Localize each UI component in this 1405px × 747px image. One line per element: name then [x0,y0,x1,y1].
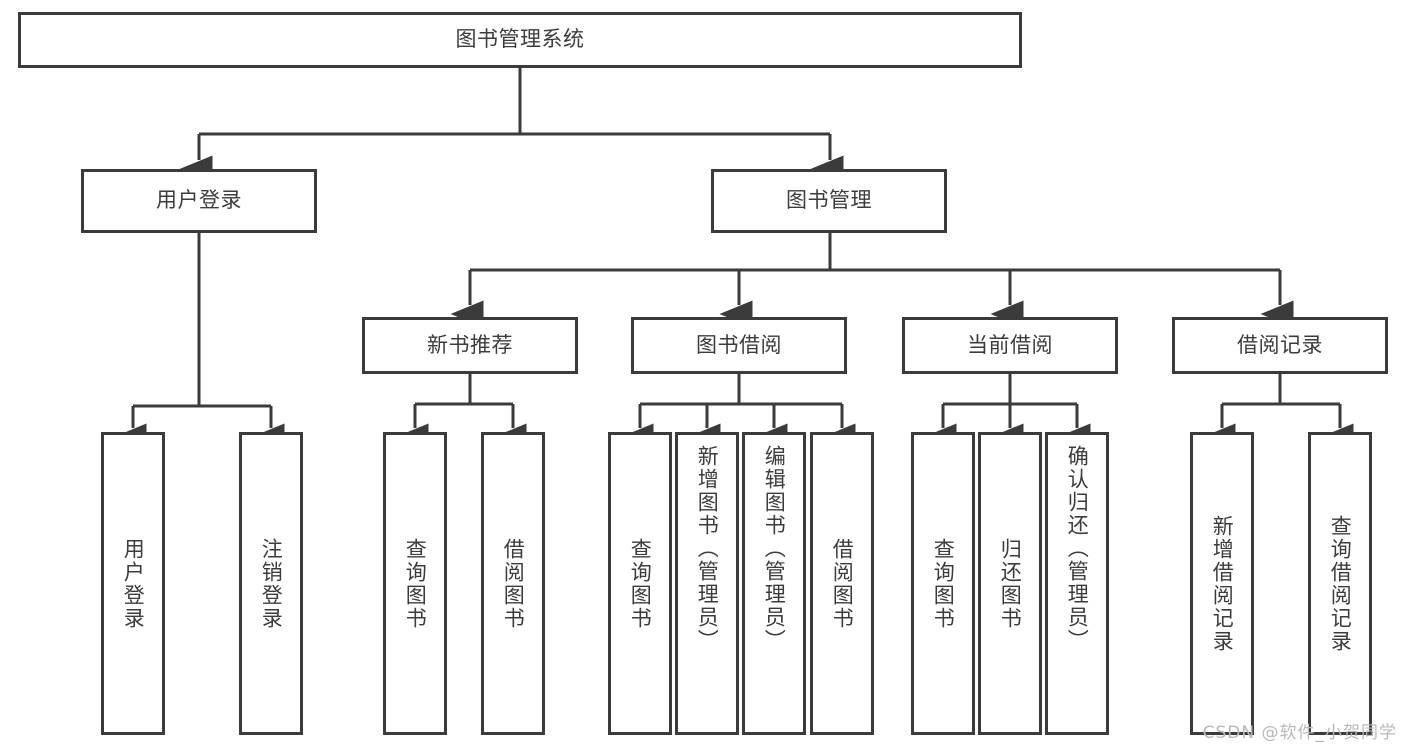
node-current-borrow[interactable]: 当前借阅 [902,317,1118,374]
node-label: 新增图书（管理员） [695,445,720,652]
node-label: 图书管理 [786,188,872,213]
node-label: 查询图书 [403,537,428,630]
node-label: 借阅记录 [1237,332,1323,357]
node-book-borrow[interactable]: 图书借阅 [631,317,847,374]
node-label: 图书借阅 [696,332,782,357]
node-root-book-management-system[interactable]: 图书管理系统 [18,12,1022,68]
node-borrow-record[interactable]: 借阅记录 [1172,317,1388,374]
node-user-login[interactable]: 用户登录 [81,169,317,233]
node-label: 当前借阅 [967,332,1053,357]
node-label: 查询图书 [628,537,653,630]
leaf-user-login-login[interactable]: 用户登录 [101,432,165,735]
leaf-book-borrow-query-book[interactable]: 查询图书 [608,432,672,735]
leaf-current-borrow-confirm-return-admin[interactable]: 确认归还（管理员） [1045,432,1109,735]
leaf-current-borrow-query-book[interactable]: 查询图书 [911,432,975,735]
node-label: 借阅图书 [501,537,526,630]
leaf-book-borrow-edit-book-admin[interactable]: 编辑图书（管理员） [742,432,806,735]
leaf-book-borrow-add-book-admin[interactable]: 新增图书（管理员） [675,432,739,735]
node-label: 图书管理系统 [455,27,585,52]
leaf-new-book-query-book[interactable]: 查询图书 [383,432,447,735]
node-new-book-recommend[interactable]: 新书推荐 [362,317,578,374]
node-book-management[interactable]: 图书管理 [711,169,947,233]
node-label: 新书推荐 [427,332,513,357]
leaf-current-borrow-return-book[interactable]: 归还图书 [978,432,1042,735]
leaf-borrow-record-query-record[interactable]: 查询借阅记录 [1308,432,1372,735]
watermark-text: CSDN @软件_小贺同学 [1202,723,1397,743]
leaf-user-login-logout[interactable]: 注销登录 [239,432,303,735]
node-label: 新增借阅记录 [1210,514,1235,653]
node-label: 用户登录 [156,188,242,213]
leaf-new-book-borrow-book[interactable]: 借阅图书 [481,432,545,735]
node-label: 确认归还（管理员） [1065,445,1090,652]
leaf-book-borrow-borrow-book[interactable]: 借阅图书 [810,432,874,735]
leaf-borrow-record-add-record[interactable]: 新增借阅记录 [1190,432,1254,735]
node-label: 归还图书 [998,537,1023,630]
node-label: 查询图书 [931,537,956,630]
node-label: 用户登录 [121,537,146,630]
node-label: 编辑图书（管理员） [762,445,787,652]
node-label: 查询借阅记录 [1328,514,1353,653]
node-label: 借阅图书 [830,537,855,630]
node-label: 注销登录 [259,537,284,630]
